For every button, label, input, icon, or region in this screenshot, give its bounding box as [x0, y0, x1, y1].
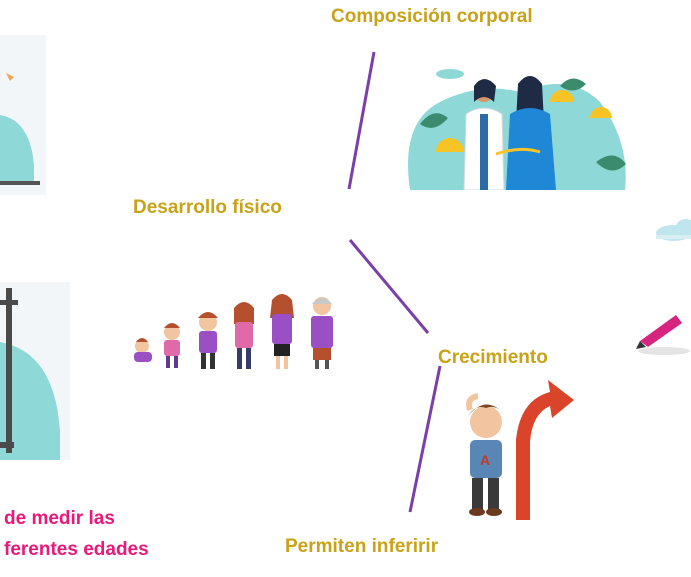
child-growth-illustration: A — [450, 370, 580, 520]
connector-center-to-composition — [347, 51, 376, 190]
partial-height-rod-illustration — [0, 282, 70, 460]
partial-pen-illustration — [636, 215, 691, 365]
text-fragment-line-1: de medir las — [4, 508, 115, 529]
partial-scale-illustration — [0, 35, 46, 195]
center-node-label: Desarrollo físico — [133, 197, 282, 218]
node-label-growth: Crecimiento — [438, 347, 548, 368]
node-label-composition: Composición corporal — [331, 6, 533, 27]
connector-center-to-growth — [348, 239, 430, 334]
svg-text:A: A — [480, 452, 490, 468]
growth-stages-illustration — [128, 288, 353, 370]
connector-growth-to-infer — [408, 365, 442, 513]
body-composition-illustration — [400, 62, 630, 190]
text-fragment-line-2: ferentes edades — [4, 539, 149, 560]
node-label-infer: Permiten inferirir — [285, 536, 439, 557]
